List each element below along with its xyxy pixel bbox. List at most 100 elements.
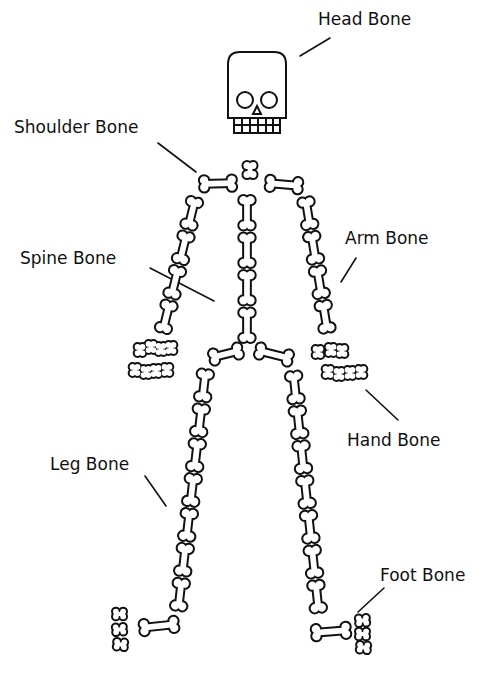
leader-line <box>341 258 356 282</box>
bone <box>337 345 348 357</box>
bone <box>113 624 127 636</box>
leader-line <box>145 476 166 506</box>
bone <box>191 404 210 437</box>
bone <box>308 580 327 613</box>
bone <box>239 309 254 343</box>
bone <box>313 346 324 358</box>
bone <box>130 364 141 376</box>
bone <box>311 622 350 640</box>
bone <box>175 543 194 576</box>
bone <box>311 622 350 640</box>
bone <box>300 511 319 544</box>
bone <box>166 342 177 354</box>
bone <box>303 231 323 264</box>
bone <box>254 343 294 367</box>
bone <box>345 367 356 379</box>
bone <box>298 197 318 230</box>
bone <box>164 265 186 299</box>
bone <box>114 639 128 651</box>
bone <box>181 196 203 230</box>
bone <box>239 234 254 268</box>
bone <box>113 609 126 620</box>
bone <box>315 300 335 333</box>
bone <box>297 476 316 509</box>
bone <box>139 616 179 635</box>
bone <box>113 624 127 636</box>
bone <box>308 580 327 613</box>
bone <box>135 344 146 356</box>
bone <box>304 545 323 578</box>
bone <box>162 364 173 376</box>
bone <box>187 439 206 472</box>
bone <box>183 474 202 507</box>
bone <box>334 368 345 380</box>
part-label: Leg Bone <box>50 455 129 474</box>
bone <box>304 545 323 578</box>
bone <box>114 639 128 651</box>
bone <box>326 344 337 356</box>
part-label: Foot Bone <box>380 566 465 585</box>
bone <box>208 343 244 366</box>
bone <box>179 509 198 542</box>
bone <box>195 369 214 402</box>
part-label: Spine Bone <box>20 249 116 268</box>
bone <box>179 509 198 542</box>
bone <box>289 406 308 439</box>
bone <box>293 441 312 474</box>
part-label: Shoulder Bone <box>14 118 138 137</box>
bone <box>239 271 254 305</box>
bone <box>357 642 371 654</box>
bone <box>171 578 190 611</box>
bone <box>162 364 173 376</box>
bone <box>326 344 337 356</box>
bone <box>309 266 329 299</box>
bone <box>265 175 302 193</box>
bone <box>200 175 236 191</box>
bone <box>356 615 370 627</box>
bone <box>155 300 177 334</box>
bone <box>130 364 141 376</box>
bone <box>357 642 371 654</box>
bone <box>164 265 186 299</box>
bone <box>334 368 345 380</box>
bone <box>300 511 319 544</box>
bone <box>286 371 305 404</box>
bone <box>289 406 308 439</box>
bone <box>200 175 236 191</box>
leader-line <box>300 38 330 56</box>
leader-line <box>366 390 398 420</box>
bone <box>254 343 294 367</box>
bone <box>208 343 244 366</box>
bone <box>356 366 367 378</box>
bone <box>141 366 152 378</box>
bone <box>323 366 334 378</box>
bone <box>171 578 190 611</box>
bone <box>239 309 254 343</box>
bone <box>356 366 367 378</box>
bone <box>191 404 210 437</box>
bone <box>337 345 348 357</box>
bone <box>146 341 157 353</box>
bone <box>243 162 256 178</box>
bone <box>139 616 179 635</box>
bone <box>313 346 324 358</box>
bone <box>286 371 305 404</box>
bone <box>156 343 167 355</box>
bone <box>151 365 162 377</box>
bone <box>155 300 177 334</box>
bone <box>239 271 254 305</box>
bone <box>356 629 369 640</box>
bone <box>356 629 369 640</box>
bone <box>187 439 206 472</box>
bone <box>345 367 356 379</box>
bone <box>356 615 370 627</box>
bone <box>239 196 254 230</box>
leader-line <box>158 143 196 172</box>
bone <box>183 474 202 507</box>
bone <box>195 369 214 402</box>
bone <box>239 234 254 268</box>
bone <box>293 441 312 474</box>
bone <box>239 196 254 230</box>
bone <box>172 231 194 265</box>
